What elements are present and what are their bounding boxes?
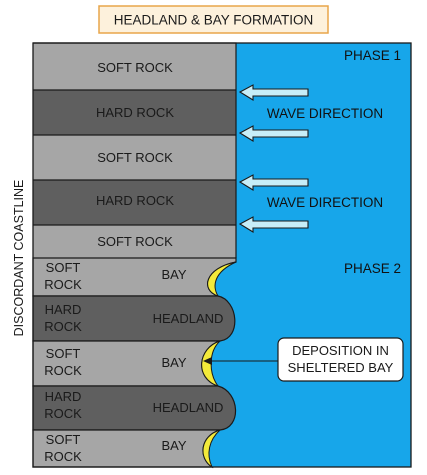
rock-label: HARD (45, 302, 82, 317)
callout-arrowhead (203, 357, 212, 365)
rock-label: ROCK (44, 406, 82, 421)
callout-text: SHELTERED BAY (288, 360, 394, 375)
sand-deposit (202, 429, 221, 469)
band-label: HARD ROCK (96, 193, 174, 208)
wave-arrow (238, 216, 309, 233)
feature-label: HEADLAND (153, 311, 224, 326)
phase1-band-hard (33, 180, 236, 225)
phase1-band-soft (33, 135, 236, 180)
rock-label: ROCK (44, 319, 82, 334)
wave-arrow (238, 125, 309, 142)
wave-direction-label: WAVE DIRECTION (267, 195, 383, 210)
title: HEADLAND & BAY FORMATION (114, 13, 314, 28)
band-label: HARD ROCK (96, 105, 174, 120)
wave-arrows (238, 84, 309, 233)
feature-label: HEADLAND (153, 400, 224, 415)
band-label: SOFT ROCK (97, 234, 173, 249)
rock-label: SOFT (46, 346, 81, 361)
band-label: SOFT ROCK (97, 60, 173, 75)
feature-label: BAY (161, 267, 186, 282)
wave-arrow (238, 84, 309, 101)
phase1-bands (33, 43, 236, 258)
phase1-band-soft (33, 225, 236, 258)
callout-text: DEPOSITION IN (292, 343, 389, 358)
sand-deposit (207, 261, 237, 297)
phase1-label: PHASE 1 (344, 48, 401, 63)
rock-label: SOFT (46, 432, 81, 447)
band-label: SOFT ROCK (97, 150, 173, 165)
rock-label: HARD (45, 389, 82, 404)
phase1-band-hard (33, 90, 236, 135)
callout-box (277, 337, 404, 382)
feature-label: BAY (161, 355, 186, 370)
rock-label: ROCK (44, 363, 82, 378)
rock-label: SOFT (46, 260, 81, 275)
wave-arrow (238, 174, 309, 191)
phase1-band-soft (33, 43, 236, 90)
feature-label: BAY (161, 438, 186, 453)
rock-label: ROCK (44, 277, 82, 292)
wave-direction-label: WAVE DIRECTION (267, 106, 383, 121)
phase2-label: PHASE 2 (344, 261, 401, 276)
title-box (98, 5, 329, 34)
rock-label: ROCK (44, 449, 82, 464)
side-label: DISCORDANT COASTLINE (12, 180, 26, 337)
